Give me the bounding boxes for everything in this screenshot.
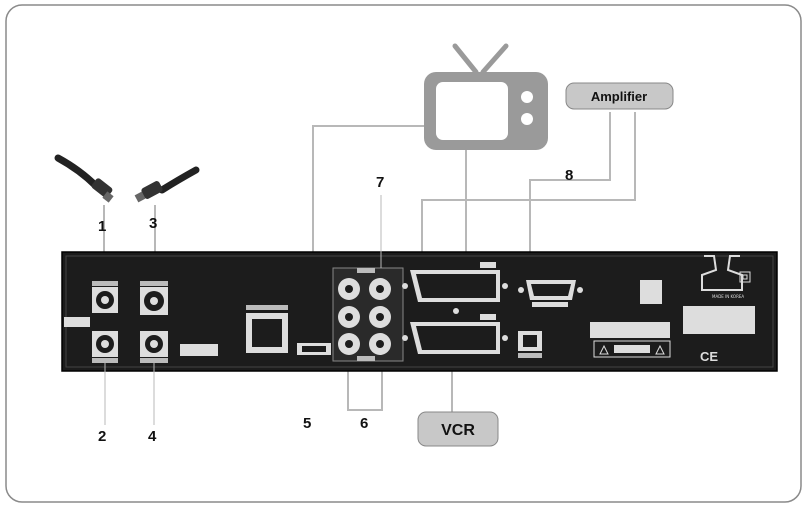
optical-port-8: [518, 331, 542, 358]
vcr-box: VCR: [417, 411, 499, 447]
power-socket: [640, 280, 662, 304]
loop-out-connector: [140, 331, 168, 363]
panel-screw: [453, 308, 459, 314]
spec-plate: [590, 322, 670, 338]
callout-6: 6: [360, 415, 368, 432]
callout-4: 4: [148, 428, 157, 445]
callout-7: 7: [376, 174, 384, 191]
rs232-port: [518, 280, 583, 307]
rf-out-connector: [92, 331, 118, 363]
tv-icon: [424, 43, 548, 150]
warning-triangle-icon: [655, 344, 665, 355]
callout-8: 8: [565, 167, 573, 184]
rca-jack-cluster: [332, 267, 404, 362]
rating-plate: [683, 306, 755, 334]
cable-rca-loop: [347, 355, 383, 411]
callout-1: 1: [98, 218, 106, 235]
optical-out-port-5: [297, 343, 331, 355]
ce-mark: CE: [700, 349, 718, 364]
usb-port: [246, 305, 288, 353]
amplifier-box: Amplifier: [565, 82, 674, 110]
warning-plate: [593, 340, 671, 358]
made-in-korea-text: MADE IN KOREA: [712, 294, 744, 299]
antenna-cable-1-icon: [54, 154, 114, 203]
tv-scart-connector: [402, 262, 508, 302]
antenna-cable-3-icon: [134, 166, 200, 203]
voltage-label: [64, 317, 90, 327]
double-insulation-icon: [739, 271, 751, 283]
warning-triangle-icon: [599, 344, 609, 355]
vcr-label: VCR: [441, 422, 475, 439]
callout-3: 3: [149, 215, 157, 232]
vcr-scart-connector: [402, 314, 508, 354]
amplifier-label: Amplifier: [591, 89, 647, 104]
rf-in-connector: [92, 281, 118, 313]
cable-amp-optical: [529, 112, 611, 315]
mount-bracket: [701, 255, 743, 291]
model-plate: [180, 344, 218, 356]
receiver-rear-panel: CE MADE IN KOREA: [61, 251, 778, 372]
lnb-in-connector: [140, 281, 168, 315]
cable-amp-audio: [421, 112, 636, 262]
callout-5: 5: [303, 415, 311, 432]
callout-2: 2: [98, 428, 106, 445]
